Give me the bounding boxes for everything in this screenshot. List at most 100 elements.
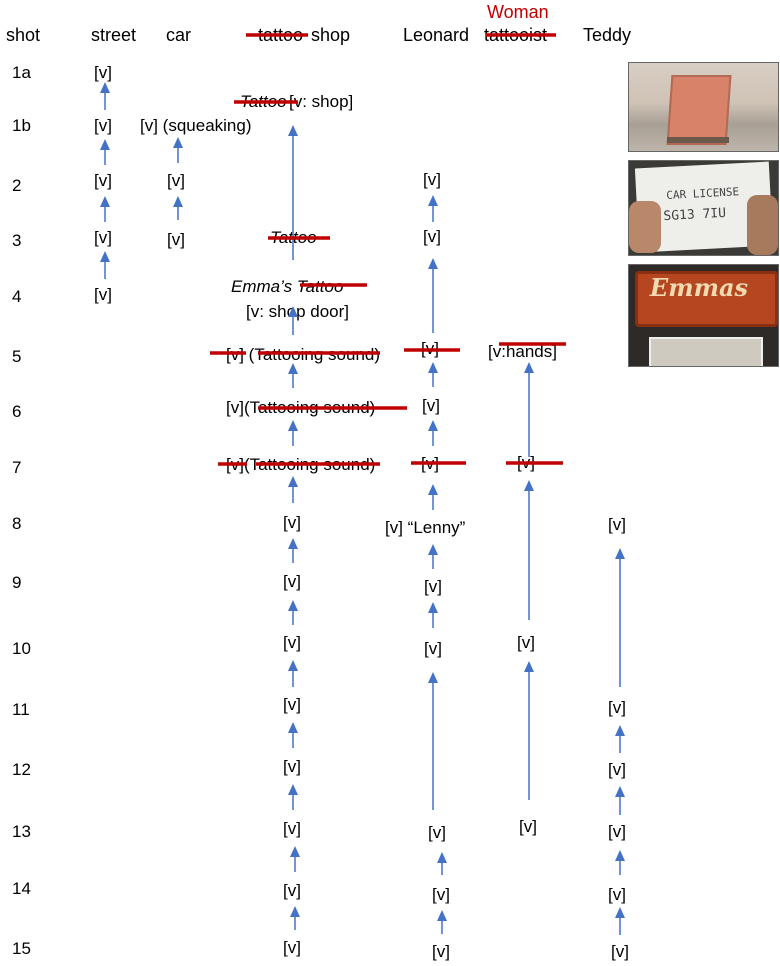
- up-arrow-icon: [428, 544, 438, 569]
- leonard-cell: [v]: [421, 454, 439, 473]
- up-arrow-icon: [615, 850, 625, 875]
- shot-label: 5: [12, 347, 22, 366]
- shop-cell: [v](Tattooing sound): [226, 398, 376, 417]
- teddy-cell: [v]: [608, 885, 626, 904]
- woman-cell: [v:hands]: [488, 342, 557, 361]
- shop-cell-struck: Tattoo: [270, 228, 317, 247]
- shop-cell: [v] (Tattooing sound): [226, 345, 381, 364]
- up-arrow-icon: [428, 484, 438, 510]
- up-arrow-icon: [288, 660, 298, 687]
- shot-label: 4: [12, 287, 22, 306]
- up-arrow-icon: [524, 480, 534, 620]
- shop-cell: Emma’s Tattoo: [231, 277, 344, 296]
- shot-label: 14: [12, 879, 31, 898]
- up-arrow-icon: [615, 786, 625, 815]
- street-cell: [v]: [94, 228, 112, 247]
- leonard-cell: [v]: [423, 227, 441, 246]
- up-arrow-icon: [288, 363, 298, 388]
- header-car: car: [166, 25, 192, 45]
- up-arrow-icon: [290, 906, 300, 930]
- up-arrow-icon: [173, 196, 183, 220]
- card-text: CAR LICENSE: [666, 185, 740, 202]
- shot-label: 7: [12, 458, 22, 477]
- teddy-cell: [v]: [608, 822, 626, 841]
- header-woman-struck: tattooist: [484, 25, 548, 45]
- up-arrow-icon: [524, 661, 534, 800]
- shop-cell-struck: Tattoo: [240, 92, 287, 111]
- street-cell: [v]: [94, 171, 112, 190]
- shot-label: 15: [12, 939, 31, 958]
- up-arrow-icon: [100, 139, 110, 165]
- shot-label: 9: [12, 573, 22, 592]
- up-arrow-icon: [288, 420, 298, 446]
- woman-cell: [v]: [519, 817, 537, 836]
- header-shot: shot: [6, 25, 41, 45]
- teddy-cell: [v]: [608, 760, 626, 779]
- up-arrow-icon: [428, 362, 438, 387]
- up-arrow-icon: [290, 846, 300, 872]
- up-arrow-icon: [615, 725, 625, 753]
- up-arrow-icon: [428, 672, 438, 810]
- shop-cell: [v]: [283, 819, 301, 838]
- up-arrow-icon: [437, 852, 447, 875]
- shot-label: 6: [12, 402, 22, 421]
- up-arrow-icon: [288, 600, 298, 625]
- header-street: street: [91, 25, 137, 45]
- shop-sign-thumbnail: [628, 62, 779, 152]
- shop-cell: [v]: [283, 572, 301, 591]
- up-arrow-icon: [524, 362, 534, 457]
- woman-cell: [v]: [517, 633, 535, 652]
- license-card-thumbnail: CAR LICENSE SG13 7IU: [628, 160, 779, 256]
- up-arrow-icon: [173, 137, 183, 163]
- up-arrow-icon: [437, 910, 447, 934]
- header-leonard: Leonard: [403, 25, 470, 45]
- shot-label: 8: [12, 514, 22, 533]
- street-cell: [v]: [94, 285, 112, 304]
- shop-cell: [v]: [283, 881, 301, 900]
- card-text: SG13 7IU: [663, 205, 727, 225]
- car-cell: [v] (squeaking): [140, 116, 252, 135]
- woman-cell: [v]: [517, 453, 535, 472]
- car-cell: [v]: [167, 171, 185, 190]
- window-image: [649, 337, 763, 366]
- shot-label: 3: [12, 231, 22, 250]
- teddy-cell: [v]: [608, 515, 626, 534]
- up-arrow-icon: [615, 548, 625, 687]
- shop-cell: [v]: [283, 633, 301, 652]
- shot-label: 12: [12, 760, 31, 779]
- leonard-cell: [v]: [428, 823, 446, 842]
- up-arrow-icon: [100, 82, 110, 110]
- sign-board-image: [635, 271, 778, 327]
- shop-cell: [v]: [283, 938, 301, 957]
- teddy-cell: [v]: [611, 942, 629, 961]
- shot-label: 2: [12, 176, 22, 195]
- leonard-cell: [v]: [422, 396, 440, 415]
- up-arrow-icon: [288, 722, 298, 748]
- header-shop: shop: [311, 25, 351, 45]
- up-arrow-icon: [288, 476, 298, 503]
- up-arrow-icon: [288, 784, 298, 810]
- header-shop-struck: tattoo: [258, 25, 304, 45]
- shop-cell: [v]: [283, 757, 301, 776]
- shot-label: 1a: [12, 63, 31, 82]
- car-cell: [v]: [167, 230, 185, 249]
- shop-cell: [v]: [283, 513, 301, 532]
- leonard-cell: [v]: [424, 639, 442, 658]
- emmas-sign-thumbnail: Emmas: [628, 264, 779, 367]
- shop-cell: [v: shop]: [289, 92, 354, 111]
- street-cell: [v]: [94, 116, 112, 135]
- up-arrow-icon: [615, 907, 625, 935]
- sandwich-board-image: [666, 75, 732, 145]
- shot-label: 10: [12, 639, 31, 658]
- up-arrow-icon: [100, 251, 110, 279]
- header-woman: Woman: [487, 2, 549, 22]
- leonard-cell: [v]: [432, 885, 450, 904]
- leonard-cell: [v]: [424, 577, 442, 596]
- street-cell: [v]: [94, 63, 112, 82]
- hand-image: [629, 201, 661, 253]
- shop-cell: [v]: [283, 695, 301, 714]
- header-teddy: Teddy: [583, 25, 632, 45]
- shot-label: 13: [12, 822, 31, 841]
- up-arrow-icon: [428, 602, 438, 628]
